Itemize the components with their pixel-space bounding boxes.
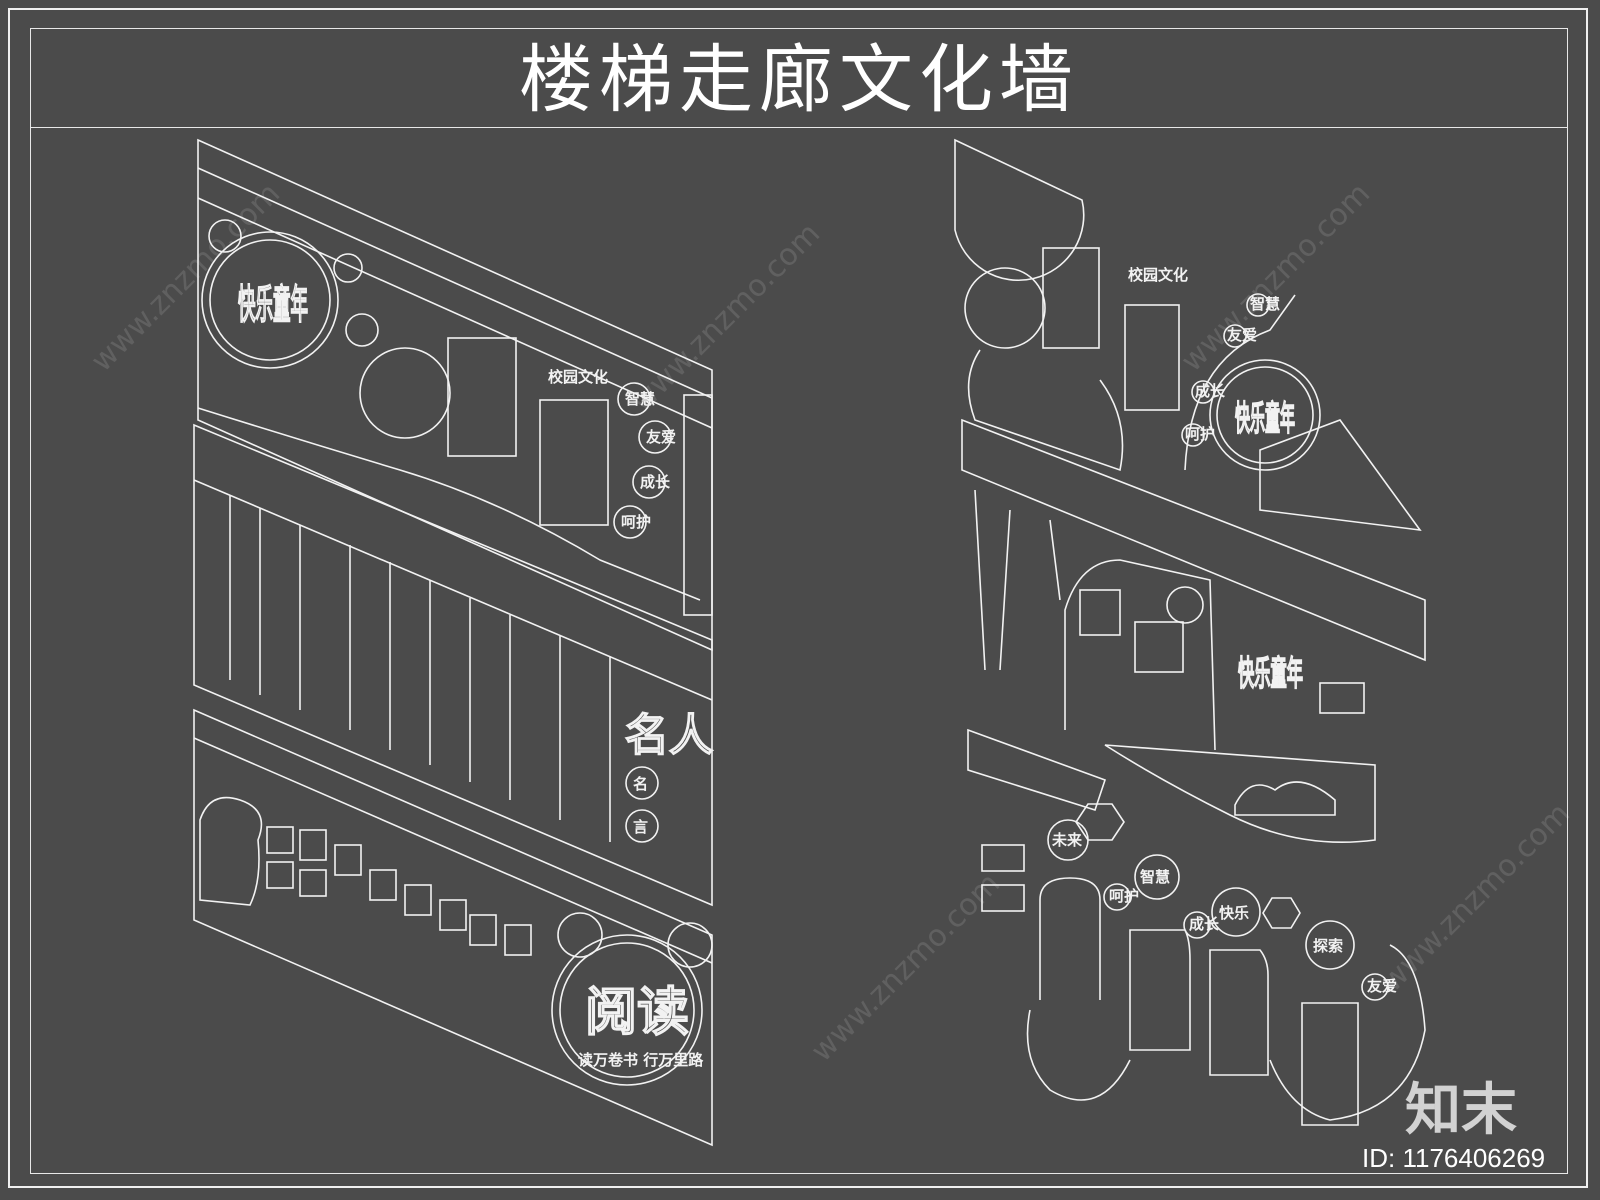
right-lower-wall: 未来 智慧 快乐 探索 呵护 成长 友爱	[967, 728, 1426, 1126]
campus-culture-label: 校园文化	[1128, 266, 1188, 284]
small-badge: 成长	[1189, 915, 1220, 933]
happy-childhood-sign: 快乐童年	[1235, 399, 1295, 439]
campus-culture-label: 校园文化	[548, 368, 608, 386]
drawing-title: 楼梯走廊文化墙	[519, 37, 1079, 123]
reading-sign: 阅读	[585, 983, 689, 1043]
value-badge: 友爱	[1227, 326, 1257, 344]
left-middle-wall: 名人 名 言	[193, 423, 714, 907]
reading-subtitle: 读万卷书 行万里路	[578, 1051, 704, 1069]
small-badge: 友爱	[1367, 977, 1397, 995]
happy-childhood-sign: 快乐童年	[238, 282, 308, 328]
value-badge: 成长	[1195, 382, 1226, 400]
right-middle-wall: 快乐童年	[961, 418, 1426, 844]
happy-childhood-sign: 快乐童年	[1238, 654, 1303, 694]
famous-quotes-title: 名人	[625, 710, 713, 761]
badge-wisdom: 智慧	[1140, 868, 1170, 886]
value-badge: 呵护	[1185, 425, 1215, 443]
brand-logo: 知末	[1405, 1078, 1517, 1143]
famous-quotes-char: 言	[633, 818, 648, 836]
famous-quotes-char: 名	[633, 775, 648, 793]
value-badge: 呵护	[621, 513, 651, 531]
value-badge: 智慧	[1250, 295, 1280, 313]
drawing-frame	[8, 8, 1588, 1188]
value-badge: 成长	[640, 473, 671, 491]
right-upper-wall: 校园文化 快乐童年 智慧 友爱 成长 呵护	[954, 138, 1422, 532]
drawing-border	[30, 28, 1568, 1174]
title-bar: 楼梯走廊文化墙	[30, 28, 1568, 128]
value-badge: 智慧	[625, 390, 655, 408]
value-badge: 友爱	[646, 428, 676, 446]
badge-happy: 快乐	[1219, 904, 1249, 922]
left-lower-wall: 阅读 读万卷书 行万里路	[193, 708, 713, 1147]
left-upper-wall: 快乐童年 校园文化 智慧 友爱 成长 呵护	[197, 138, 713, 652]
badge-explore: 探索	[1313, 937, 1343, 955]
image-id-label: ID: 1176406269	[1362, 1143, 1546, 1173]
small-badge: 呵护	[1109, 887, 1139, 905]
badge-future: 未来	[1051, 831, 1083, 849]
